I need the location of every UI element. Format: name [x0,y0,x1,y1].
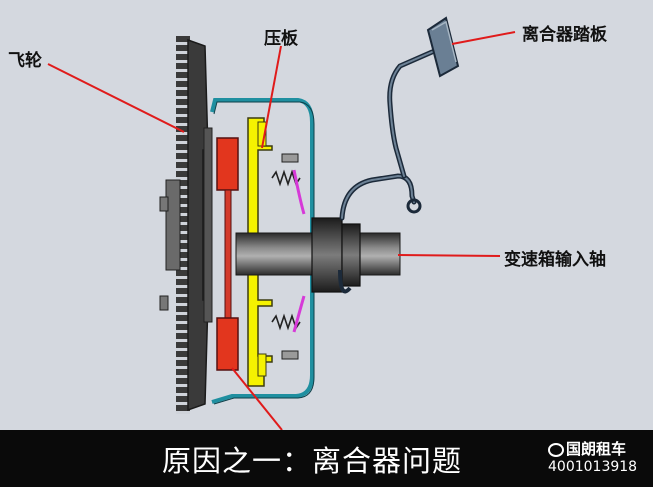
brand-block: 国朗租车 4001013918 [548,440,637,476]
flywheel [187,38,209,412]
brand-phone: 4001013918 [548,459,638,475]
brand-name-line: 国朗租车 [548,440,637,458]
brand-logo-icon [548,443,564,457]
label-flywheel: 飞轮 [8,51,42,71]
label-gearbox-input-shaft: 变速箱输入轴 [504,250,606,270]
caption-title: 原因之一：离合器问题 [162,444,463,478]
friction-disc [216,137,239,371]
flywheel-hub [165,179,181,271]
label-pressure-plate: 压板 [264,29,298,49]
leader-lines [47,31,516,431]
clutch-pedal-arm [387,16,460,179]
label-clutch-pedal: 离合器踏板 [522,25,607,45]
diaphragm-spring [292,169,306,215]
release-bearing [311,217,343,293]
pressure-plate [247,117,273,387]
clutch-diagram: 飞轮 压板 离合器踏板 变速箱输入轴 [8,16,607,431]
diagram-drawing [47,16,516,431]
caption-bar: 原因之一：离合器问题 国朗租车 4001013918 [0,430,653,487]
brand-name: 国朗租车 [566,440,627,458]
release-fork [338,173,422,294]
